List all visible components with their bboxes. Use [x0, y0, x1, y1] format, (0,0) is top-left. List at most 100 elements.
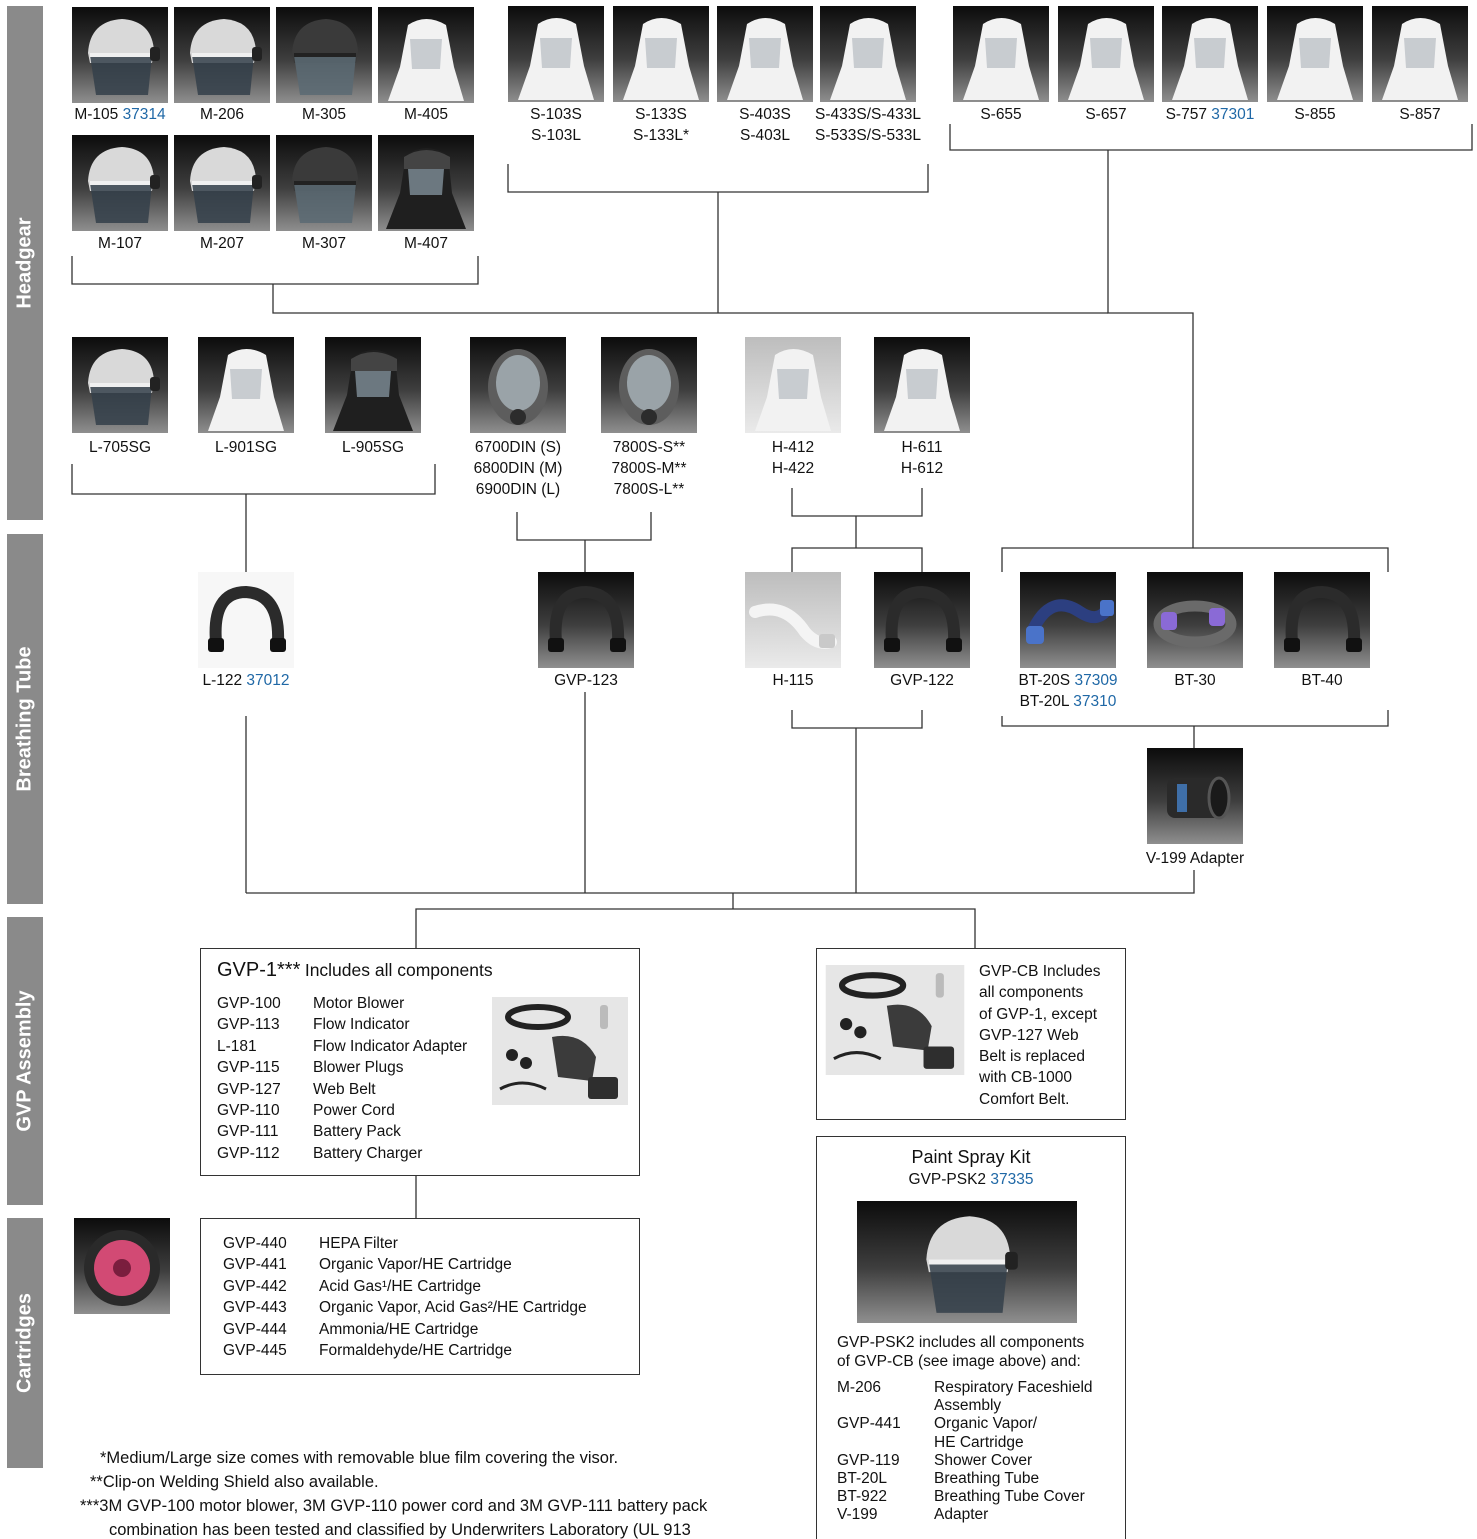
helmet-icon	[198, 337, 294, 433]
product-image-l122	[198, 572, 294, 668]
helmet-icon	[72, 337, 168, 433]
hood-icon	[1267, 6, 1363, 102]
product-image-m405	[378, 7, 474, 103]
product-image-s655	[953, 6, 1049, 102]
product-image-h115	[745, 572, 841, 668]
kit-icon	[491, 997, 629, 1105]
product-image-s433	[820, 6, 916, 102]
hood-icon	[1162, 6, 1258, 102]
product-image-m105	[72, 7, 168, 103]
product-image-bt20	[1020, 572, 1116, 668]
section-headgear: Headgear	[7, 6, 43, 520]
label-bt30: BT-30	[1174, 672, 1216, 689]
label-m405: M-405	[404, 106, 448, 123]
label-l905sg: L-905SG	[341, 439, 405, 456]
product-code: 37012	[246, 672, 290, 689]
product-image-m107	[72, 135, 168, 231]
paint-spray-kit-box: Paint Spray Kit GVP-PSK2 37335 GVP-PSK2 …	[816, 1136, 1126, 1539]
label-7800-facepiece: 7800S-S**7800S-M**7800S-L**	[611, 439, 687, 498]
gvp1-title: GVP-1***	[217, 959, 301, 981]
product-image-v199	[1147, 748, 1243, 844]
section-cartridges: Cartridges	[7, 1218, 43, 1468]
product-code: 37301	[1211, 106, 1255, 123]
label-l901sg: L-901SG	[214, 439, 278, 456]
label-s657: S-657	[1085, 106, 1127, 123]
helmet-icon	[72, 7, 168, 103]
breathing-tube-icon	[1020, 572, 1116, 668]
facepiece-icon	[601, 337, 697, 433]
product-image-psk-helmet	[857, 1201, 1077, 1323]
helmet-icon	[325, 337, 421, 433]
product-code: 37309	[1074, 672, 1118, 689]
product-image-6000-facepiece	[470, 337, 566, 433]
product-image-cartridge	[74, 1218, 170, 1314]
helmet-icon	[72, 135, 168, 231]
footnote-2: **Clip-on Welding Shield also available.	[90, 1473, 379, 1491]
product-image-s857	[1372, 6, 1468, 102]
product-image-bt30	[1147, 572, 1243, 668]
breathing-tube-icon	[874, 572, 970, 668]
helmet-icon	[276, 135, 372, 231]
product-code: 37310	[1073, 693, 1117, 710]
product-image-m206	[174, 7, 270, 103]
helmet-icon	[276, 7, 372, 103]
cartridge-icon	[74, 1218, 170, 1314]
section-breathing-tube: Breathing Tube	[7, 534, 43, 904]
product-image-l705sg	[72, 337, 168, 433]
label-m207: M-207	[200, 235, 244, 252]
hood-icon	[745, 337, 841, 433]
product-image-l901sg	[198, 337, 294, 433]
product-code: 37314	[122, 106, 166, 123]
label-m206: M-206	[200, 106, 244, 123]
kit-icon	[825, 965, 965, 1075]
product-image-s403	[717, 6, 813, 102]
hood-icon	[613, 6, 709, 102]
label-6000-facepiece: 6700DIN (S)6800DIN (M)6900DIN (L)	[473, 439, 563, 498]
product-image-bt40	[1274, 572, 1370, 668]
helmet-icon	[378, 7, 474, 103]
facepiece-icon	[470, 337, 566, 433]
gvp1-heading: GVP-1*** Includes all components	[217, 959, 493, 982]
hood-icon	[874, 337, 970, 433]
product-code: 37335	[990, 1171, 1034, 1188]
label-m107: M-107	[98, 235, 142, 252]
breathing-tube-icon	[198, 572, 294, 668]
product-image-m305	[276, 7, 372, 103]
hood-icon	[1058, 6, 1154, 102]
hood-icon	[1372, 6, 1468, 102]
hood-icon	[953, 6, 1049, 102]
product-image-h611	[874, 337, 970, 433]
product-image-gvp122	[874, 572, 970, 668]
footnote-1: *Medium/Large size comes with removable …	[100, 1449, 619, 1467]
footnote-3-cont: combination has been tested and classifi…	[109, 1521, 691, 1539]
product-image-m207	[174, 135, 270, 231]
label-m307: M-307	[302, 235, 346, 252]
hood-icon	[508, 6, 604, 102]
product-image-h412	[745, 337, 841, 433]
product-image-l905sg	[325, 337, 421, 433]
gvp1-assembly-box: GVP-1*** Includes all components GVP-100…	[200, 948, 640, 1176]
breathing-tube-icon	[1147, 572, 1243, 668]
